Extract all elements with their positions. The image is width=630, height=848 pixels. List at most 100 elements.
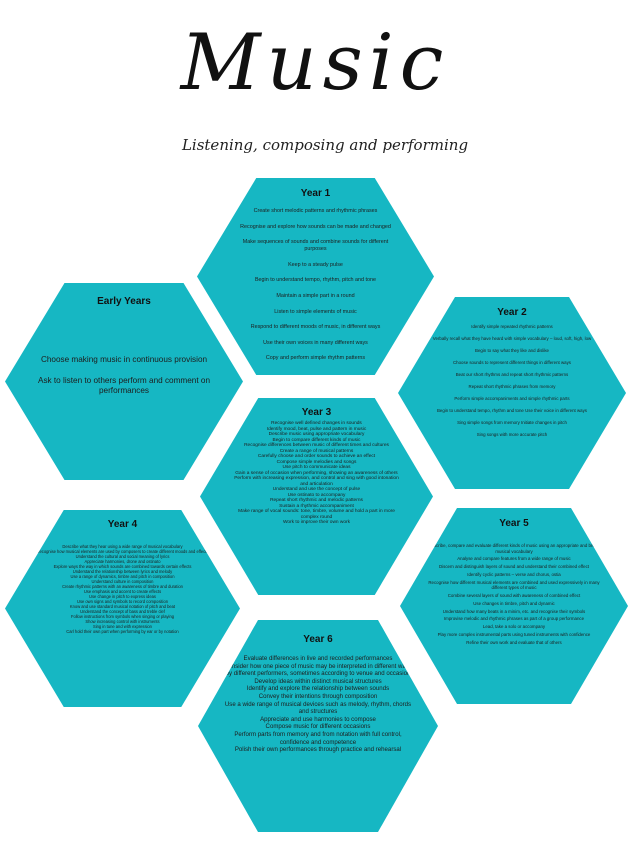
list-item: Describe, compare and evaluate different… xyxy=(428,543,600,554)
early-years-heading: Early Years xyxy=(97,296,151,307)
list-item: Sing simple songs from memory Initiate c… xyxy=(457,419,567,425)
list-item: Identify cyclic patterns – verse and cho… xyxy=(467,571,561,577)
list-item: Sing in tune and with expression xyxy=(93,624,152,629)
list-item: Use changes in timbre, pitch and dynamic xyxy=(473,600,555,606)
hexagon-content: Early Years Choose making music in conti… xyxy=(35,291,213,472)
list-item: Respond to different moods of music, in … xyxy=(250,324,381,331)
list-item: Begin to compare different kinds of musi… xyxy=(272,437,361,443)
list-item: Understand culture in composition xyxy=(91,579,154,584)
list-item: Choose sounds to represent different thi… xyxy=(453,359,571,365)
list-item: Maintain a simple part in a round xyxy=(276,292,355,299)
list-item: Identify simple repeated rhythmic patter… xyxy=(471,324,553,329)
early-years-list: Choose making music in continuous provis… xyxy=(35,355,213,407)
list-item: Sing songs with more accurate pitch xyxy=(476,431,548,437)
list-item: Describe music using appropriate vocabul… xyxy=(268,432,365,437)
list-item: Lead, take a solo or accompany xyxy=(482,624,546,630)
list-item: Recognise well defined changes in sounds xyxy=(271,421,362,426)
year-4-heading: Year 4 xyxy=(107,519,138,530)
year-5-list: Describe, compare and evaluate different… xyxy=(424,543,604,648)
list-item: Improvise melodic and rhythmic phrases a… xyxy=(443,616,585,622)
hexagon-content: Year 4 Describe what they hear using a w… xyxy=(33,518,212,699)
list-item: Appreciate harmonies, drone and ostinato xyxy=(84,559,161,564)
list-item: Create a range of musical patterns xyxy=(279,448,354,454)
list-item: Discern and distinguish layers of sound … xyxy=(438,564,590,570)
list-item: Convey their intentions through composit… xyxy=(258,692,378,700)
list-item: Work to improve their own work xyxy=(282,520,351,525)
list-item: Make range of vocal sounds: tone, timbre… xyxy=(238,509,395,520)
list-item: Keep to a steady pulse xyxy=(288,261,343,268)
list-item: Ask to listen to others perform and comm… xyxy=(37,375,211,396)
list-item: Evaluate differences in live and recorde… xyxy=(243,655,393,662)
list-item: Begin to say what they like and dislike xyxy=(475,347,549,353)
list-item: Use a range of dynamics, timbre and pitc… xyxy=(70,574,175,579)
list-item: Consider how one piece of music may be i… xyxy=(224,662,412,678)
list-item: Use own signs and symbols to record comp… xyxy=(76,599,168,604)
list-item: Compose music for different occasions xyxy=(265,723,371,731)
list-item: Perform parts from memory and from notat… xyxy=(234,730,402,746)
list-item: Recognise how different musical elements… xyxy=(428,579,600,591)
list-item: Play more complex instrumental parts usi… xyxy=(437,632,591,637)
hexagon-content: Year 5 Describe, compare and evaluate di… xyxy=(424,516,604,696)
list-item: Understand the cultural and social meani… xyxy=(75,554,170,559)
hexagon-content: Year 1 Create short melodic patterns and… xyxy=(232,186,399,367)
list-item: Sustain a rhythmic accompaniment xyxy=(279,503,354,509)
list-item: Copy and perform simple rhythm patterns xyxy=(265,355,366,362)
list-item: Carefully choose and order sounds to ach… xyxy=(257,454,376,459)
list-item: Perform with increasing expression, and … xyxy=(234,476,399,487)
list-item: Use ostinato to accompany xyxy=(287,492,346,498)
hexagon-year-6: Year 6 Evaluate differences in live and … xyxy=(198,620,438,832)
list-item: Choose making music in continuous provis… xyxy=(40,355,208,364)
hexagon-content: Year 3 Recognise well defined changes in… xyxy=(230,406,403,587)
list-item: Show increasing control with instruments xyxy=(85,619,160,624)
list-item: Recognise and explore how sounds can be … xyxy=(240,223,391,230)
year-1-list: Create short melodic patterns and rhythm… xyxy=(232,208,399,371)
list-item: Compose simple melodies and songs xyxy=(276,459,357,465)
hexagon-early-years: Early Years Choose making music in conti… xyxy=(5,283,243,480)
list-item: Make sequences of sounds and combine sou… xyxy=(242,239,389,253)
list-item: Follow instructions from symbols when si… xyxy=(70,614,175,619)
list-item: Use pitch to communicate ideas xyxy=(282,465,351,470)
year-6-heading: Year 6 xyxy=(303,634,333,645)
year-6-list: Evaluate differences in live and recorde… xyxy=(224,655,412,754)
list-item: Explore ways the way in which sounds are… xyxy=(53,564,192,569)
page-title: Music xyxy=(180,18,450,108)
list-item: Describe what they hear using a wide ran… xyxy=(62,544,183,549)
list-item: Understand the concept of bass and trebl… xyxy=(80,609,165,614)
year-1-heading: Year 1 xyxy=(300,188,331,199)
list-item: Beat our short rhythms and repeat short … xyxy=(455,371,569,377)
list-item: Use their own voices in many different w… xyxy=(263,339,368,346)
list-item: Repeat short rhythmic phrases from memor… xyxy=(468,383,556,389)
list-item: Refine their own work and evaluate that … xyxy=(466,639,562,645)
list-item: Understand and use the concept of pulse xyxy=(272,487,361,492)
list-item: Recognise differences between music of d… xyxy=(244,443,389,448)
year-4-list: Describe what they hear using a wide ran… xyxy=(37,544,209,634)
list-item: Analyse and compare features from a wide… xyxy=(457,556,571,562)
hexagon-year-3: Year 3 Recognise well defined changes in… xyxy=(200,398,433,595)
list-item: Begin to understand tempo, rhythm and to… xyxy=(436,407,587,413)
hexagon-content: Year 6 Evaluate differences in live and … xyxy=(224,628,412,824)
year-2-list: Identify simple repeated rhythmic patter… xyxy=(433,324,591,444)
list-item: Use emphasis and accent to create effect… xyxy=(83,589,162,594)
list-item: Combine several layers of sound with awa… xyxy=(447,593,581,599)
list-item: Gain a sense of occasion when performing… xyxy=(235,470,398,476)
year-2-heading: Year 2 xyxy=(497,307,527,318)
hexagon-year-1: Year 1 Create short melodic patterns and… xyxy=(197,178,434,375)
year-3-list: Recognise well defined changes in sounds… xyxy=(230,421,403,526)
list-item: Listen to simple elements of music xyxy=(274,308,357,315)
list-item: Identify and explore the relationship be… xyxy=(246,685,390,693)
list-item: Begin to understand tempo, rhythm, pitch… xyxy=(254,277,377,284)
list-item: Use a wide range of musical devices such… xyxy=(224,700,412,716)
list-item: Develop ideas within distinct musical st… xyxy=(254,677,382,685)
hexagon-year-5: Year 5 Describe, compare and evaluate di… xyxy=(400,508,628,704)
list-item: Repeat short rhythmic and melodic patter… xyxy=(270,498,363,503)
list-item: Create short melodic patterns and rhythm… xyxy=(253,208,378,214)
list-item: Polish their own performances through pr… xyxy=(234,746,402,754)
list-item: Create rhythmic patterns with an awarene… xyxy=(62,584,183,589)
year-5-heading: Year 5 xyxy=(499,518,529,529)
list-item: Use change in pitch to express ideas xyxy=(89,594,156,599)
list-item: Understand how many beats in a minim, et… xyxy=(442,608,586,614)
hexagon-year-4: Year 4 Describe what they hear using a w… xyxy=(5,510,240,707)
list-item: Verbally recall what they have heard wit… xyxy=(432,335,592,341)
list-item: Know and use standard musical notation o… xyxy=(69,604,176,609)
